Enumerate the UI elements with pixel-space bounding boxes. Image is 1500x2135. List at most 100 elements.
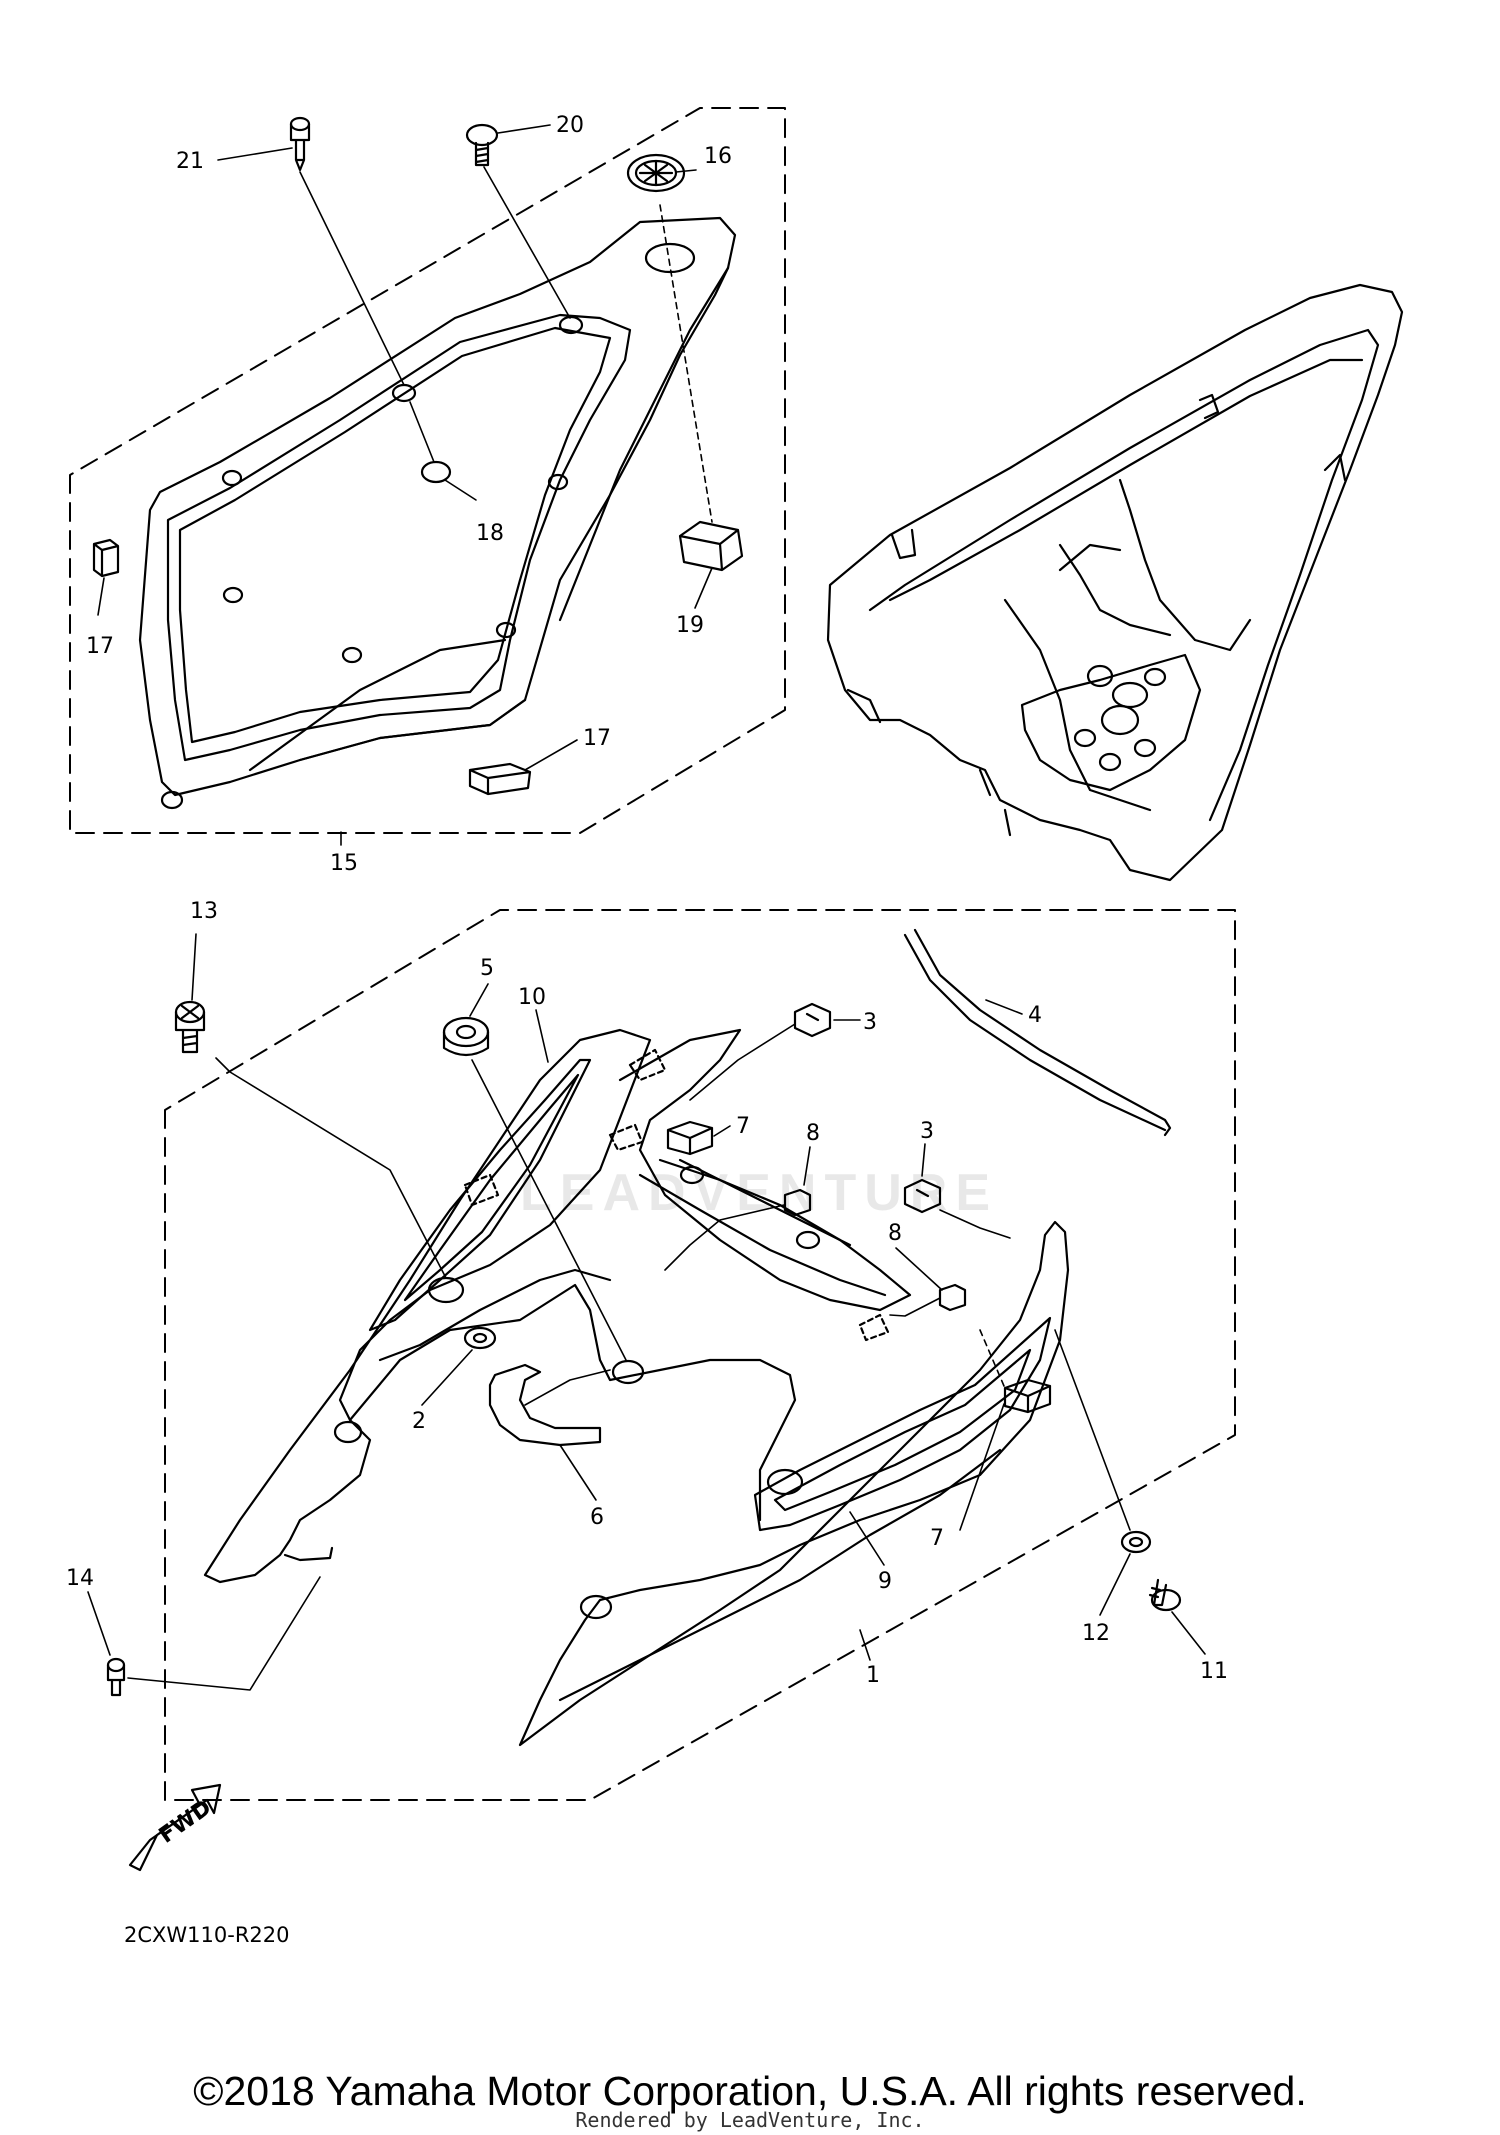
fwd-label: FWD bbox=[155, 1795, 216, 1848]
leader-2 bbox=[421, 1349, 473, 1406]
drawing-code: 2CXW110-R220 bbox=[124, 1923, 290, 1947]
leader-14 bbox=[87, 1591, 111, 1656]
label-2: 2 bbox=[412, 1409, 426, 1434]
leader-7-bottom bbox=[959, 1403, 1005, 1531]
guide-20 bbox=[483, 166, 571, 319]
leader-7-top bbox=[713, 1125, 731, 1137]
leader-9 bbox=[849, 1511, 885, 1566]
guide-8-bottom bbox=[889, 1297, 941, 1317]
assembly-15-dashed-box bbox=[69, 107, 786, 834]
label-13: 13 bbox=[190, 899, 218, 924]
side-cover-15-right-edge bbox=[558, 266, 730, 622]
copyright-notice: ©2018 Yamaha Motor Corporation, U.S.A. A… bbox=[193, 2068, 1307, 2114]
cover-left-tab bbox=[283, 1546, 334, 1562]
grommet-5 bbox=[442, 1016, 490, 1057]
label-18: 18 bbox=[476, 521, 504, 546]
cover-15-hole bbox=[547, 473, 569, 491]
side-cover-15-inner-rim-2 bbox=[178, 326, 612, 744]
rivet-14 bbox=[106, 1657, 126, 1697]
label-1: 1 bbox=[866, 1663, 880, 1688]
leader-6 bbox=[559, 1444, 597, 1501]
center-panel-hole bbox=[679, 1165, 705, 1185]
label-3-right: 3 bbox=[920, 1119, 934, 1144]
label-9: 9 bbox=[878, 1569, 892, 1594]
label-14: 14 bbox=[66, 1566, 94, 1591]
label-7-bottom: 7 bbox=[930, 1526, 944, 1551]
guide-5 bbox=[471, 1059, 627, 1361]
rivet-21 bbox=[289, 116, 311, 172]
guide-6 bbox=[524, 1369, 611, 1406]
leader-8-bottom bbox=[895, 1247, 943, 1291]
fwd-arrow-icon bbox=[128, 1783, 222, 1872]
leader-17-bottom bbox=[524, 739, 578, 771]
label-6: 6 bbox=[590, 1505, 604, 1530]
label-21: 21 bbox=[176, 149, 204, 174]
label-8-top: 8 bbox=[806, 1121, 820, 1146]
side-cover-15 bbox=[138, 216, 737, 797]
leader-8-top bbox=[803, 1146, 811, 1186]
guide-18 bbox=[409, 401, 435, 463]
lower-bridge bbox=[348, 1283, 797, 1522]
leader-4 bbox=[985, 999, 1023, 1015]
label-12: 12 bbox=[1082, 1621, 1110, 1646]
guide-3-top bbox=[689, 1023, 796, 1101]
leader-5 bbox=[469, 983, 489, 1017]
leader-20 bbox=[497, 124, 551, 134]
part-labels: 21 20 16 18 19 17 17 15 13 5 10 3 4 7 8 … bbox=[66, 113, 1228, 1947]
side-cover-left-fold bbox=[378, 1268, 612, 1362]
leader-11 bbox=[1171, 1611, 1206, 1655]
damper-17-left bbox=[92, 538, 120, 578]
leader-1 bbox=[859, 1629, 871, 1661]
nut-3-top bbox=[793, 1002, 832, 1038]
damper-6 bbox=[488, 1363, 602, 1447]
damper-7-bottom bbox=[1003, 1378, 1052, 1414]
label-19: 19 bbox=[676, 613, 704, 638]
stripe-9 bbox=[753, 1316, 1052, 1532]
label-10: 10 bbox=[518, 985, 546, 1010]
nut-3-right bbox=[903, 1178, 942, 1214]
leader-16 bbox=[675, 169, 697, 173]
damper-8-top bbox=[783, 1188, 812, 1217]
washer-12 bbox=[1120, 1530, 1152, 1554]
screw-11 bbox=[1148, 1578, 1182, 1612]
guide-21 bbox=[299, 171, 405, 386]
label-3-top: 3 bbox=[863, 1010, 877, 1035]
damper-17-bottom bbox=[468, 762, 532, 796]
collar-2 bbox=[463, 1326, 497, 1350]
cover-15-hole bbox=[341, 646, 363, 664]
label-11: 11 bbox=[1200, 1659, 1228, 1684]
cover-15-hole bbox=[222, 586, 244, 604]
label-4: 4 bbox=[1028, 1003, 1042, 1028]
leader-21 bbox=[217, 147, 293, 161]
label-20: 20 bbox=[556, 113, 584, 138]
label-17-left: 17 bbox=[86, 634, 114, 659]
cover-left-hole bbox=[333, 1420, 363, 1444]
guide-13 bbox=[215, 1057, 447, 1279]
leader-19 bbox=[694, 567, 713, 609]
screw-20 bbox=[465, 123, 499, 167]
cover-left-hole bbox=[427, 1276, 465, 1304]
cover-15-emblem-hole bbox=[644, 242, 696, 274]
leader-17-left bbox=[97, 577, 105, 616]
grommet-18 bbox=[420, 460, 452, 484]
damper-19 bbox=[678, 520, 744, 572]
cover-15-foot bbox=[160, 790, 184, 810]
label-17-bottom: 17 bbox=[583, 726, 611, 751]
guide-14 bbox=[127, 1576, 321, 1691]
bolt-13 bbox=[174, 1000, 206, 1054]
stripe-9-inner bbox=[773, 1348, 1032, 1512]
watermark: LEADVENTURE bbox=[520, 1164, 999, 1222]
damper-7-top bbox=[666, 1120, 714, 1156]
side-cover-left bbox=[203, 1028, 652, 1584]
cover-right-hole bbox=[579, 1594, 613, 1620]
label-5: 5 bbox=[480, 956, 494, 981]
cover-right-lower-edge bbox=[558, 1448, 1002, 1702]
label-7-top: 7 bbox=[736, 1114, 750, 1139]
bridge-hole bbox=[611, 1359, 645, 1385]
leader-18 bbox=[444, 479, 477, 501]
side-cover-right bbox=[518, 1220, 1070, 1747]
center-panel-rail bbox=[638, 1158, 887, 1297]
leader-13 bbox=[191, 933, 197, 1001]
cover-right-hole bbox=[766, 1468, 804, 1496]
